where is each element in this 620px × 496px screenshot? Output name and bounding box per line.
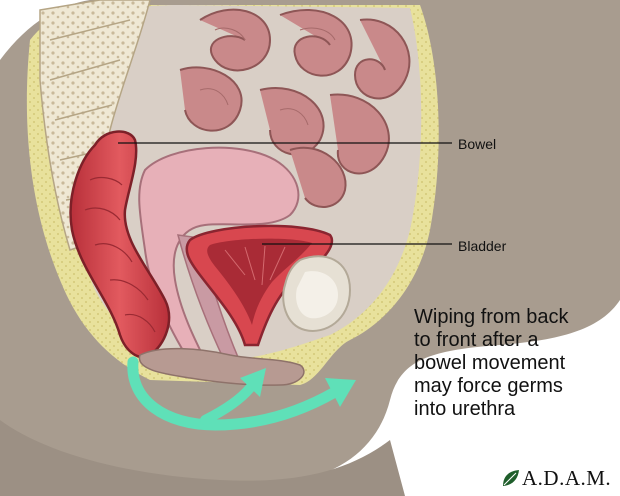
caption-line: Wiping from back — [414, 306, 569, 328]
arrow-path-upper — [200, 383, 255, 425]
skin-lower — [0, 420, 405, 496]
caption-line: into urethra — [414, 398, 516, 420]
bladder-folds — [224, 245, 286, 286]
bladder-label: Bladder — [458, 238, 507, 254]
caption-line: to front after a — [414, 329, 539, 351]
adam-logo-text: A.D.A.M. — [522, 465, 612, 490]
bowel-folds — [84, 176, 156, 333]
caption-text: Wiping from back to front after a bowel … — [414, 306, 619, 421]
small-intestine — [179, 8, 411, 208]
uterus — [138, 146, 300, 364]
caption-line: bowel movement — [414, 352, 566, 374]
wiping-direction-arrows — [127, 356, 356, 431]
arrow-path-lower — [127, 356, 341, 431]
adam-leaf-icon — [503, 470, 519, 486]
pubic-bone-inner — [296, 271, 338, 319]
arrowhead-right — [325, 378, 356, 407]
intestine-folds — [199, 27, 336, 126]
adam-logo: A.D.A.M. — [500, 466, 611, 490]
bowel-label: Bowel — [458, 136, 497, 152]
caption-line: may force germs — [414, 375, 563, 397]
bowel-rectum — [69, 130, 171, 359]
arrowhead-up — [240, 368, 266, 397]
